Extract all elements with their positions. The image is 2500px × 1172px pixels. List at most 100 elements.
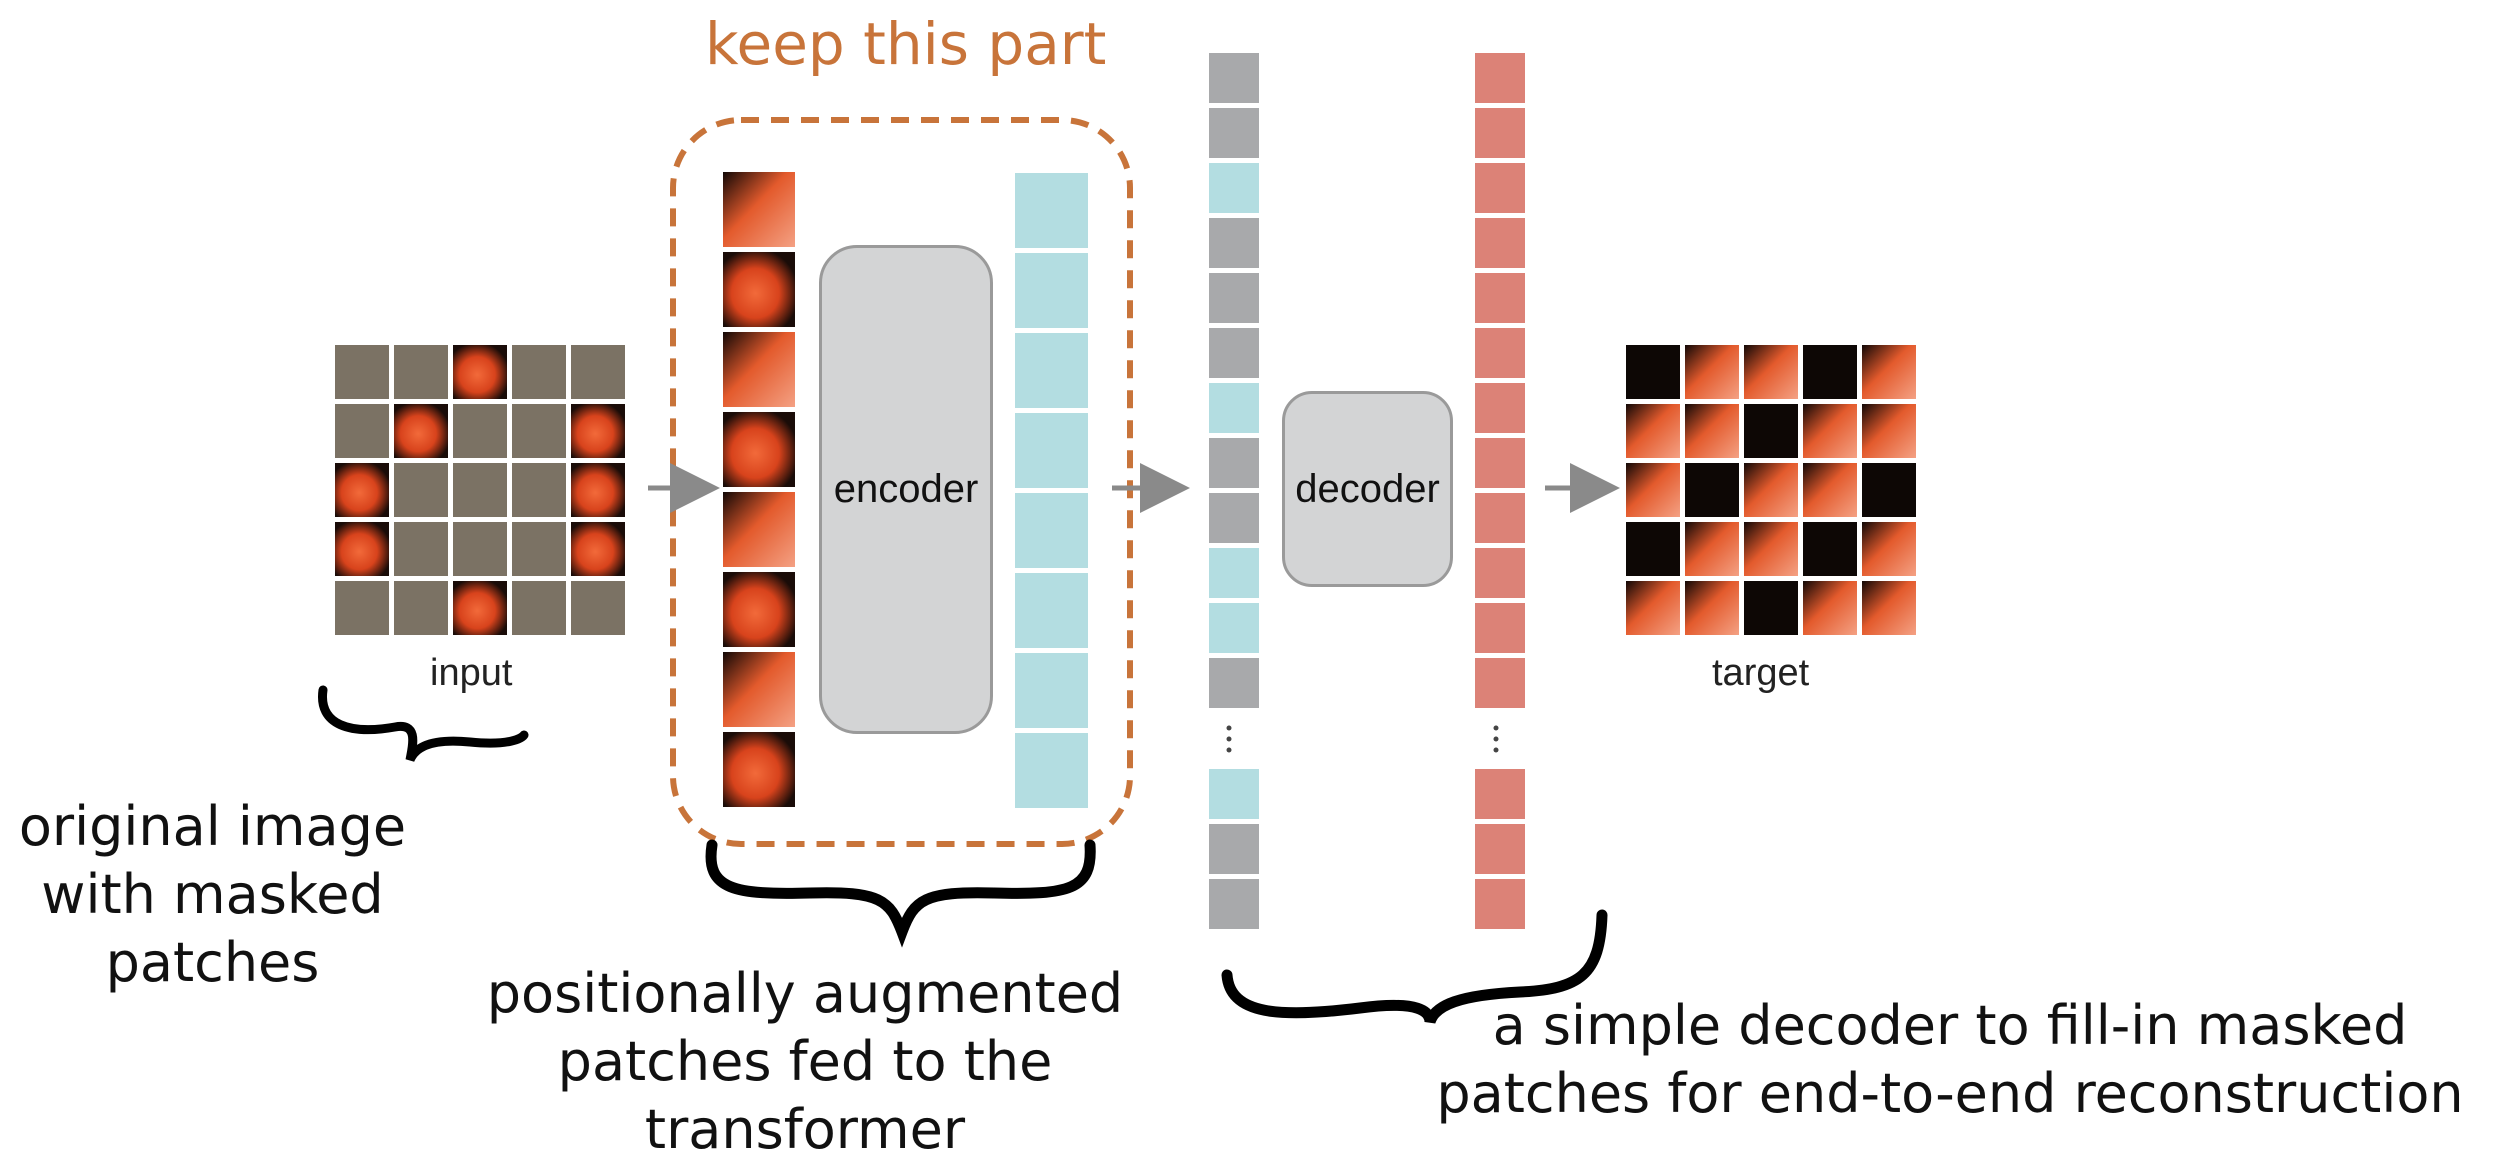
mask-token: [1209, 824, 1259, 874]
encoded-token: [1015, 333, 1088, 408]
masked-patch: [394, 522, 448, 576]
input-label: input: [430, 652, 513, 694]
masked-patch: [394, 463, 448, 517]
reconstructed-token: [1475, 328, 1525, 378]
target-patch: [1862, 581, 1916, 635]
target-patch: [1626, 404, 1680, 458]
decoder-label: decoder: [1295, 466, 1440, 511]
visible-patch: [335, 463, 389, 517]
reconstructed-token: [1475, 658, 1525, 708]
reconstructed-token: [1475, 603, 1525, 653]
visible-patch: [453, 581, 507, 635]
masked-patch: [571, 345, 625, 399]
brace-decoder: [1221, 909, 1608, 1025]
mask-token: [1209, 879, 1259, 929]
masked-patch: [335, 345, 389, 399]
encoder-label: encoder: [833, 467, 979, 511]
ellipsis-dots-left: [1226, 725, 1232, 753]
brace-encoder: [705, 839, 1096, 948]
target-patch: [1803, 581, 1857, 635]
input-image-grid: [335, 345, 625, 635]
reconstructed-token: [1475, 108, 1525, 158]
masked-patch: [512, 581, 566, 635]
masked-patch: [453, 522, 507, 576]
decoder-input-token-column: [1209, 53, 1259, 929]
reconstructed-token: [1475, 163, 1525, 213]
left-caption: original image with masked patches: [18, 795, 407, 994]
target-patch: [1744, 463, 1798, 517]
right-caption: a simple decoder to fill-in masked patch…: [1436, 994, 2464, 1125]
masked-patch: [512, 463, 566, 517]
encoded-token: [1015, 653, 1088, 728]
visible-patch: [571, 404, 625, 458]
target-patch: [1685, 463, 1739, 517]
visible-patch: [453, 345, 507, 399]
mask-token: [1209, 328, 1259, 378]
encoded-token: [1015, 733, 1088, 808]
reconstructed-token: [1475, 824, 1525, 874]
visible-token: [1209, 769, 1259, 819]
encoder-block: encoder: [819, 245, 993, 734]
masked-patch: [394, 581, 448, 635]
visible-patch: [394, 404, 448, 458]
masked-patch: [335, 581, 389, 635]
target-patch: [1744, 581, 1798, 635]
reconstructed-token: [1475, 769, 1525, 819]
mask-token: [1209, 53, 1259, 103]
reconstructed-token: [1475, 879, 1525, 929]
target-image-grid: [1626, 345, 1916, 635]
target-patch: [1685, 581, 1739, 635]
visible-patch: [335, 522, 389, 576]
mask-token: [1209, 493, 1259, 543]
reconstructed-token: [1475, 493, 1525, 543]
encoded-token: [1015, 573, 1088, 648]
image-patch: [723, 252, 795, 327]
visible-token: [1209, 163, 1259, 213]
encoded-token: [1015, 493, 1088, 568]
target-patch: [1862, 463, 1916, 517]
target-patch: [1803, 404, 1857, 458]
target-patch: [1685, 404, 1739, 458]
reconstructed-token: [1475, 218, 1525, 268]
masked-patch: [512, 522, 566, 576]
masked-patch: [394, 345, 448, 399]
decoder-block: decoder: [1282, 391, 1453, 587]
mask-token: [1209, 273, 1259, 323]
masked-patch: [453, 463, 507, 517]
encoded-token: [1015, 253, 1088, 328]
reconstructed-token: [1475, 548, 1525, 598]
encoded-token: [1015, 173, 1088, 248]
target-patch: [1626, 463, 1680, 517]
target-patch: [1685, 522, 1739, 576]
masked-patch: [335, 404, 389, 458]
target-patch: [1803, 463, 1857, 517]
target-patch: [1744, 522, 1798, 576]
encoder-token-column: [1015, 173, 1088, 808]
target-label: target: [1712, 652, 1810, 694]
reconstructed-token: [1475, 383, 1525, 433]
image-patch: [723, 412, 795, 487]
target-patch: [1862, 345, 1916, 399]
masked-patch: [512, 404, 566, 458]
encoded-token: [1015, 413, 1088, 488]
visible-token: [1209, 383, 1259, 433]
image-patch: [723, 572, 795, 647]
visible-token: [1209, 603, 1259, 653]
image-patch: [723, 332, 795, 407]
target-patch: [1744, 345, 1798, 399]
masked-patch: [512, 345, 566, 399]
target-patch: [1744, 404, 1798, 458]
target-patch: [1626, 345, 1680, 399]
mask-token: [1209, 218, 1259, 268]
target-patch: [1803, 345, 1857, 399]
target-patch: [1803, 522, 1857, 576]
visible-token: [1209, 548, 1259, 598]
visible-patch: [571, 522, 625, 576]
target-patch: [1862, 404, 1916, 458]
image-patch: [723, 492, 795, 567]
target-patch: [1685, 345, 1739, 399]
keep-this-part-label: keep this part: [705, 10, 1107, 78]
reconstructed-token: [1475, 438, 1525, 488]
middle-caption: positionally augmented patches fed to th…: [486, 962, 1124, 1161]
